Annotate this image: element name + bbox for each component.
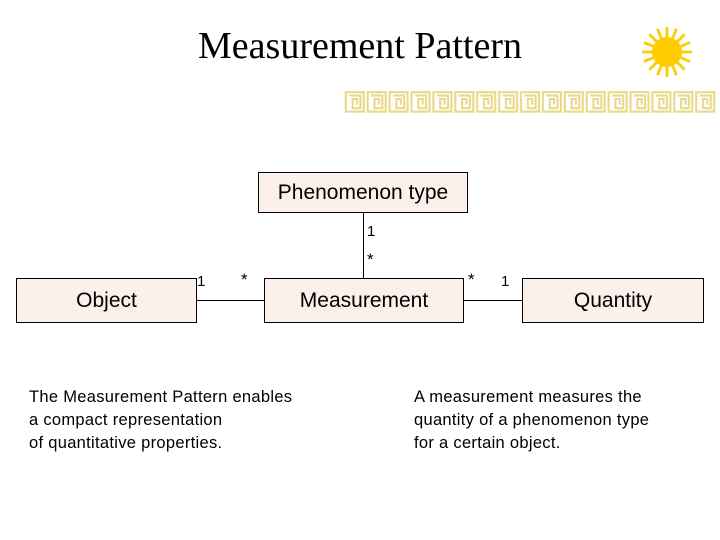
multiplicity-measurement-star-right: *: [468, 270, 475, 289]
multiplicity-object-one: 1: [197, 273, 206, 290]
uml-class-measurement[interactable]: Measurement: [264, 278, 464, 323]
sun-starburst-icon: [641, 26, 693, 78]
uml-class-object[interactable]: Object: [16, 278, 197, 323]
uml-class-quantity[interactable]: Quantity: [522, 278, 704, 323]
page-title: Measurement Pattern: [198, 25, 522, 67]
greek-key-border: [344, 90, 716, 114]
multiplicity-quantity-one: 1: [501, 273, 510, 290]
uml-class-phenomenon-type[interactable]: Phenomenon type: [258, 172, 468, 213]
multiplicity-phenomenon-one: 1: [367, 223, 376, 240]
multiplicity-measurement-star-top: *: [367, 250, 374, 269]
association-line-measurement-quantity: [464, 300, 522, 301]
association-line-object-measurement: [197, 300, 264, 301]
caption-right-text: A measurement measures the quantity of a…: [414, 388, 650, 452]
caption-left-text: The Measurement Pattern enables a compac…: [29, 388, 293, 452]
multiplicity-measurement-star-left: *: [241, 270, 248, 289]
association-line-phenomenon-measurement: [363, 213, 364, 278]
